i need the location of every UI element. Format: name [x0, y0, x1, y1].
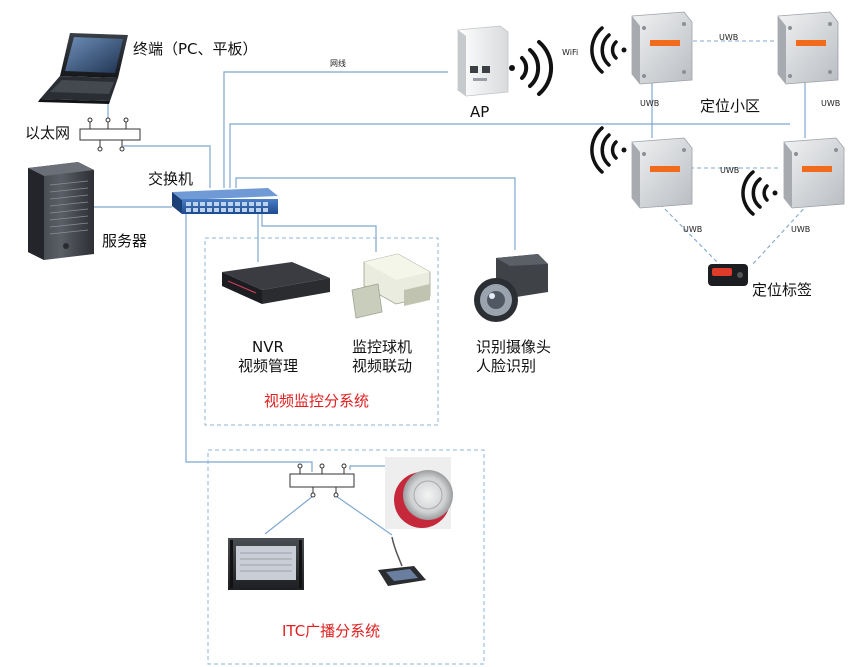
uwb-label-middle: UWB [720, 166, 740, 175]
uwb-label-lower-left: UWB [683, 225, 703, 234]
connection-lines [92, 71, 806, 536]
dome-label-line1: 监控球机 [351, 338, 412, 356]
switch-label: 交换机 [148, 170, 194, 188]
server-label: 服务器 [102, 232, 148, 250]
anchor-signal-icon [590, 26, 627, 74]
wifi-label: WiFi [562, 48, 579, 57]
face-recognition-camera-icon [474, 254, 548, 322]
zone-label: 定位小区 [700, 97, 761, 115]
access-point-icon [457, 25, 509, 97]
ap-wifi-signal-icon [509, 40, 554, 96]
itc-hub-icon [289, 463, 355, 498]
terminal-label: 终端（PC、平板） [133, 40, 258, 58]
ceiling-speaker-icon [385, 457, 453, 529]
positioning-tag-icon [708, 264, 748, 286]
uwb-label-left: UWB [640, 99, 660, 108]
surveillance-camera-icon [351, 253, 431, 319]
ap-label: AP [470, 103, 490, 121]
ethernet-hub-icon [79, 117, 141, 152]
uwb-label-right: UWB [821, 99, 841, 108]
ethernet-label: 以太网 [25, 124, 71, 142]
uwb-label-lower-right: UWB [791, 225, 811, 234]
video-subsystem-title: 视频监控分系统 [264, 392, 370, 410]
dome-label-line2: 视频联动 [351, 357, 412, 375]
uwb-anchor-bottom-right [783, 137, 845, 209]
face-camera-label-line2: 人脸识别 [476, 357, 537, 375]
nvr-label-line2: 视频管理 [238, 357, 299, 375]
nvr-icon [222, 262, 330, 304]
laptop-icon [38, 33, 128, 104]
tag-label: 定位标签 [752, 281, 813, 299]
uwb-label-top: UWB [719, 33, 739, 42]
broadcast-host-icon [228, 538, 304, 590]
paging-microphone-icon [378, 536, 426, 586]
anchor-signal-icon [590, 126, 627, 174]
nvr-label-line1: NVR [252, 338, 284, 356]
itc-subsystem-title: ITC广播分系统 [282, 622, 381, 640]
face-camera-label-line1: 识别摄像头 [476, 338, 552, 356]
uwb-anchor-top-left [631, 11, 693, 85]
uwb-anchor-bottom-left [631, 137, 693, 209]
uwb-anchor-top-right [777, 11, 839, 85]
switch-icon [172, 188, 278, 214]
anchor-signal-icon [741, 170, 778, 216]
uwb-links [659, 40, 809, 266]
cable-label: 网线 [330, 59, 346, 68]
server-icon [28, 162, 94, 260]
